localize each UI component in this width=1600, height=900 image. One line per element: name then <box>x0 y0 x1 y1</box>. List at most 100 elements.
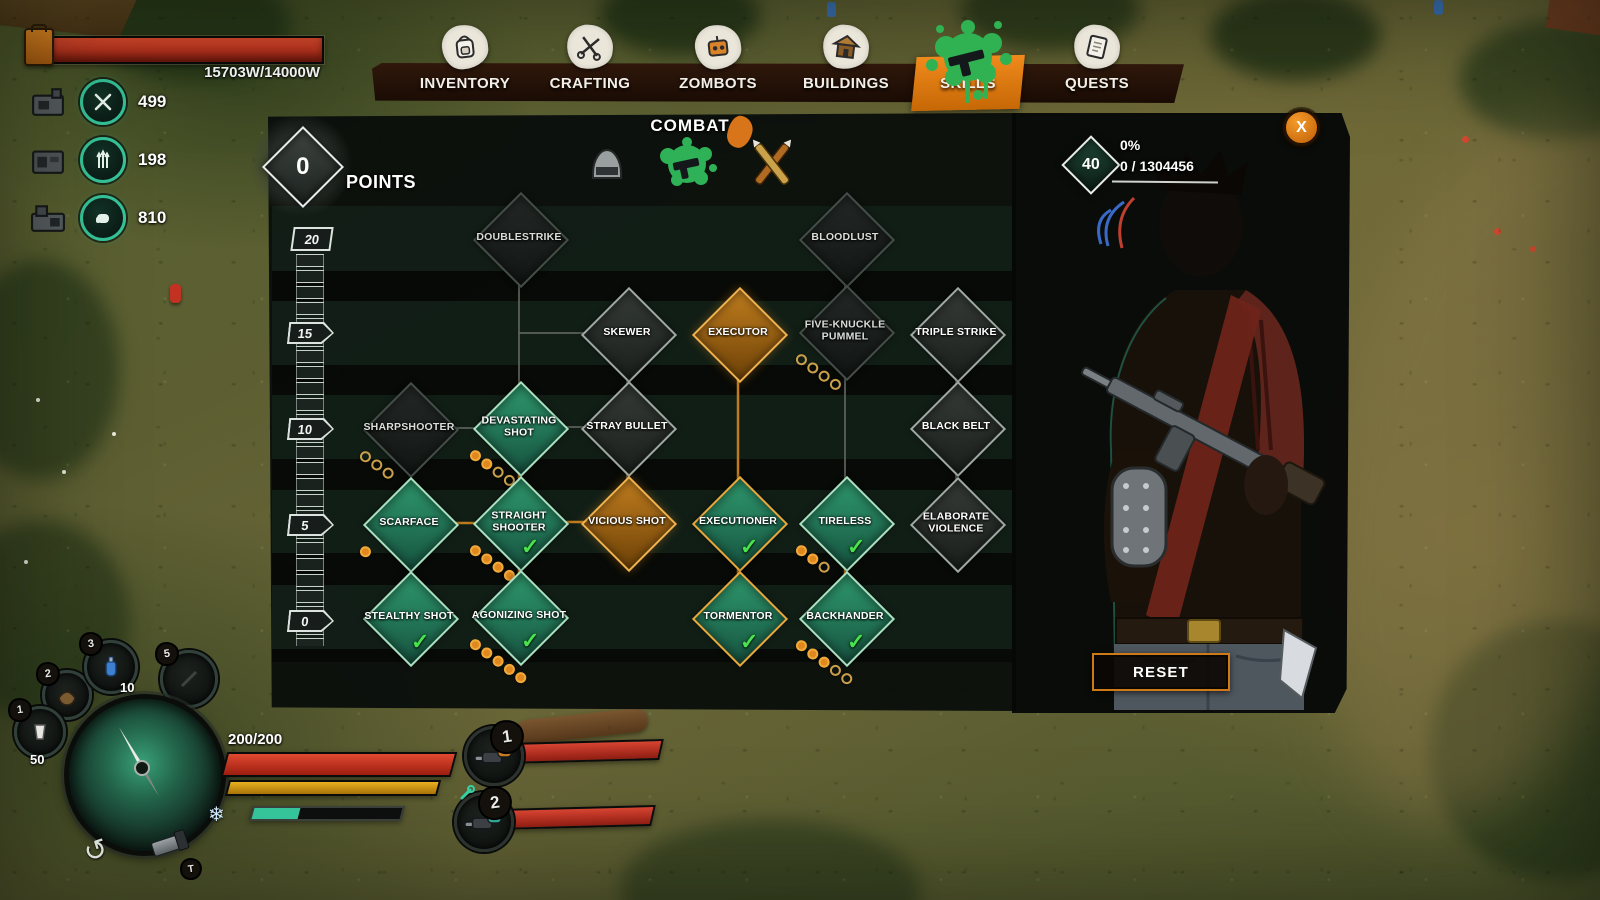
check-icon: ✓ <box>740 534 759 559</box>
check-icon: ✓ <box>521 534 540 559</box>
tree-foliage <box>1210 0 1380 80</box>
slot-count: 50 <box>30 752 45 767</box>
flower-dot <box>24 560 28 564</box>
tab-strip <box>372 63 1184 103</box>
xp-percent: 0% <box>1120 137 1141 153</box>
skill-label: DEVASTATING SHOT <box>481 414 557 438</box>
points-label: POINTS <box>346 172 417 192</box>
skill-label: STEALTHY SHOT <box>364 610 454 623</box>
skill-label: BLOODLUST <box>811 231 879 244</box>
machine-icon <box>31 205 65 232</box>
fist-icon <box>80 195 126 241</box>
quests-icon <box>1071 22 1123 72</box>
combat-tree-icons <box>585 134 799 194</box>
cold-status-icon: ❄ <box>208 804 225 826</box>
power-reading: 15703W/14000W <box>204 64 320 81</box>
tab-zombots[interactable]: ZOMBOTS <box>658 22 778 103</box>
cup-icon <box>34 724 46 740</box>
skill-points-badge: 0 <box>250 114 352 216</box>
arrows-icon <box>80 137 126 183</box>
skill-label: SHARPSHOOTER <box>363 421 455 434</box>
machete-icon <box>180 670 198 688</box>
skill-label: AGONIZING SHOT <box>471 609 567 622</box>
slot-count: 10 <box>120 680 135 695</box>
resource-count: 810 <box>138 208 167 227</box>
tab-buildings[interactable]: BUILDINGS <box>786 22 906 103</box>
tab-label: CRAFTING <box>549 74 631 92</box>
tab-label: QUESTS <box>1064 74 1130 92</box>
skill-label: EXECUTOR <box>708 326 768 339</box>
blades-icon <box>80 79 126 125</box>
tab-crafting[interactable]: CRAFTING <box>530 22 650 103</box>
enemy-figure <box>170 284 181 303</box>
buildings-icon <box>820 22 872 72</box>
health-bar <box>220 752 458 777</box>
flower-dot <box>1494 228 1501 235</box>
skill-label: SKEWER <box>603 326 651 339</box>
tab-inventory[interactable]: INVENTORY <box>405 22 525 103</box>
helmet-icon <box>592 148 622 179</box>
check-icon: ✓ <box>521 628 540 653</box>
health-reading: 200/200 <box>228 731 283 748</box>
resource-count: 499 <box>138 92 167 111</box>
flower-dot <box>1462 136 1469 143</box>
machine-icon <box>32 88 64 116</box>
skill-label: TIRELESS <box>818 515 872 528</box>
flower-dot <box>36 398 40 402</box>
skill-pips <box>357 544 374 560</box>
tab-label: INVENTORY <box>419 74 511 92</box>
tab-label: BUILDINGS <box>802 74 890 92</box>
check-icon: ✓ <box>740 629 759 654</box>
skill-label: STRAY BULLET <box>586 420 668 433</box>
skill-label: SCARFACE <box>379 516 439 529</box>
crafting-icon <box>564 22 616 72</box>
repair-wrench-icon <box>460 785 475 800</box>
paint-splat-icon <box>918 11 1018 111</box>
npc-figure <box>1434 0 1443 15</box>
skill-label: ELABORATE VIOLENCE <box>922 510 990 534</box>
close-icon: X <box>1296 118 1307 136</box>
resource-count: 198 <box>138 150 167 169</box>
weapon1-durability-bar <box>502 738 664 765</box>
check-icon: ✓ <box>411 629 430 654</box>
skill-label: BACKHANDER <box>806 610 884 623</box>
close-button[interactable]: X <box>1283 109 1320 146</box>
tab-quests[interactable]: QUESTS <box>1037 22 1157 103</box>
skill-label: VICIOUS SHOT <box>588 515 666 528</box>
machine-icon <box>32 150 64 174</box>
tab-label: ZOMBOTS <box>679 74 757 92</box>
resource-row: 499 <box>28 79 167 125</box>
skill-label: BLACK BELT <box>921 420 991 433</box>
tree-title: COMBAT <box>650 116 730 135</box>
canteen-icon <box>105 656 117 677</box>
resource-row: 198 <box>28 137 167 183</box>
level-badge: 40 <box>1061 135 1121 195</box>
flower-dot <box>1530 246 1536 252</box>
zombots-icon <box>692 22 744 72</box>
gun-splat-icon <box>660 137 717 186</box>
check-icon: ✓ <box>847 629 866 654</box>
power-bar-fill <box>46 38 322 62</box>
resource-row: 810 <box>28 195 167 241</box>
crossed-weapons-icon <box>752 139 792 185</box>
character-portrait <box>1081 150 1326 710</box>
npc-figure <box>827 2 836 17</box>
check-icon: ✓ <box>847 534 866 559</box>
level-scale <box>296 254 324 646</box>
segment-bar-fill <box>251 808 301 819</box>
skill-label: DOUBLESTRIKE <box>476 231 562 244</box>
skill-label: FIVE-KNUCKLE PUMMEL <box>804 318 886 342</box>
skill-label: TORMENTOR <box>703 610 773 623</box>
tab-skills[interactable]: SKILLS <box>908 20 1028 103</box>
reset-button[interactable]: RESET <box>1092 653 1230 691</box>
xp-progress: 0 / 1304456 <box>1120 158 1194 174</box>
inventory-icon <box>439 22 491 72</box>
power-bar <box>44 36 324 64</box>
level-diamond: 40 <box>1061 135 1121 195</box>
weapon2-durability-bar <box>494 804 656 831</box>
compass-cap <box>134 760 150 776</box>
pouch-icon <box>58 691 76 706</box>
skill-label: TRIPLE STRIKE <box>915 326 997 339</box>
